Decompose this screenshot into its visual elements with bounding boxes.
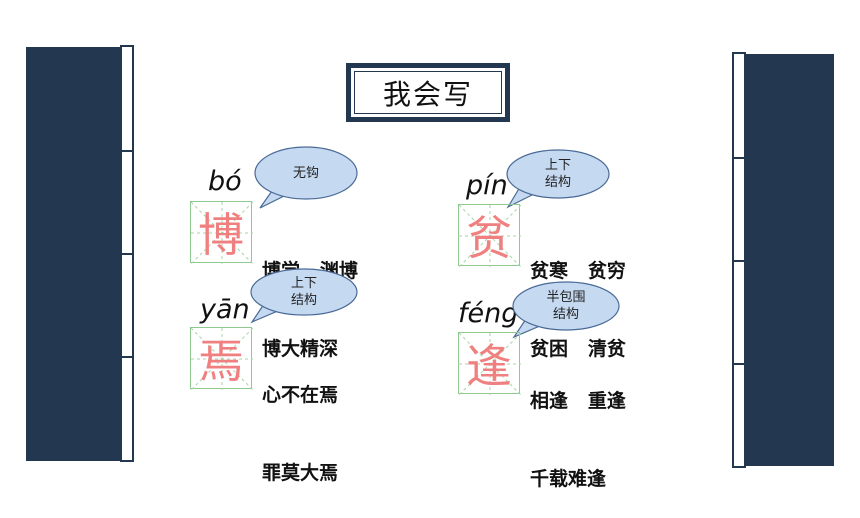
page-title: 我会写 xyxy=(354,71,502,114)
right-scroll-panel xyxy=(744,54,834,466)
left-scroll-panel xyxy=(26,47,121,461)
bubble-text: 上下 xyxy=(544,158,571,173)
pinyin-feng: féng xyxy=(458,298,519,329)
right-scroll-rail xyxy=(732,52,746,468)
title-frame: 我会写 xyxy=(346,63,510,122)
words-pin: 贫寒 贫穷 贫困 清贫 xyxy=(530,206,626,388)
hanzi-feng: 逢 xyxy=(466,339,512,393)
left-scroll-rail xyxy=(120,45,134,462)
tianzige-grid-bo: 博 xyxy=(190,201,253,264)
pinyin-bo: bó xyxy=(208,166,242,197)
tianzige-grid-pin: 贫 xyxy=(458,204,521,267)
word-line: 千载难逢 xyxy=(530,468,607,490)
word-line: 相逢 重逢 xyxy=(530,390,626,412)
bubble-text: 无钩 xyxy=(292,165,319,181)
words-feng: 相逢 重逢 千载难逢 xyxy=(530,336,626,518)
pinyin-pin: pín xyxy=(466,170,508,201)
word-line: 贫困 清贫 xyxy=(530,338,626,360)
hanzi-pin: 贫 xyxy=(466,211,512,265)
word-line: 罪莫大焉 xyxy=(262,462,339,484)
bubble-feng: 半包围 结构 xyxy=(512,281,620,339)
bubble-text: 结构 xyxy=(544,175,571,190)
bubble-text: 上下 xyxy=(290,276,317,291)
hanzi-yan: 焉 xyxy=(198,334,244,388)
tianzige-grid-yan: 焉 xyxy=(190,327,253,390)
word-line: 博大精深 xyxy=(262,338,339,360)
words-yan: 心不在焉 罪莫大焉 xyxy=(262,330,338,512)
hanzi-bo: 博 xyxy=(198,208,244,262)
bubble-text: 半包围 xyxy=(546,290,586,305)
bubble-pin: 上下 结构 xyxy=(506,149,610,209)
bubble-bo: 无钩 xyxy=(254,146,358,209)
bubble-yan: 上下 结构 xyxy=(250,268,358,324)
bubble-text: 结构 xyxy=(290,293,317,308)
word-line: 贫寒 贫穷 xyxy=(530,260,626,282)
tianzige-grid-feng: 逢 xyxy=(458,332,521,395)
pinyin-yan: yān xyxy=(200,294,250,325)
bubble-text: 结构 xyxy=(552,307,579,322)
word-line: 心不在焉 xyxy=(262,384,339,406)
